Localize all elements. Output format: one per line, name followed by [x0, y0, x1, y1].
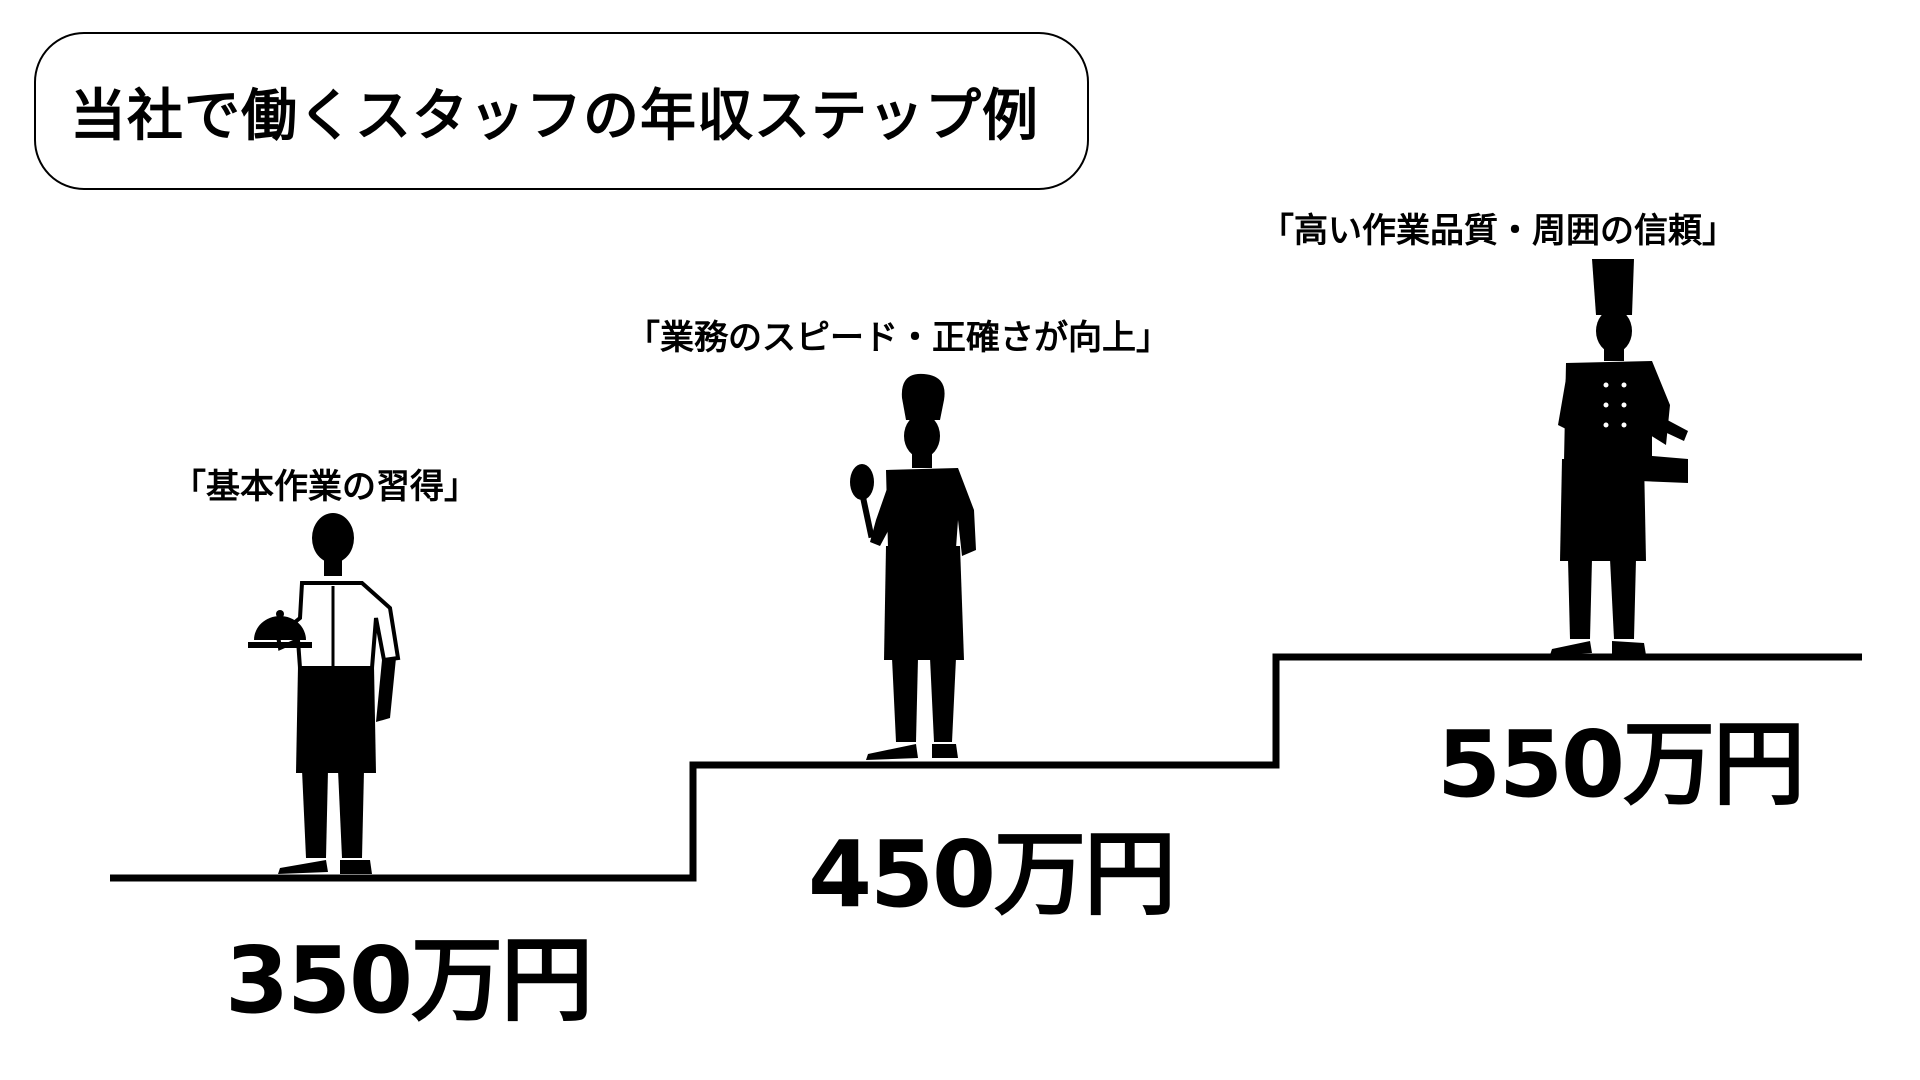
title-box: 当社で働くスタッフの年収ステップ例	[34, 32, 1089, 190]
cook-with-ladle-silhouette-icon	[850, 373, 976, 760]
waiter-silhouette-icon	[248, 513, 401, 874]
page-title: 当社で働くスタッフの年収ステップ例	[70, 83, 1039, 149]
step-2-salary: 450万円	[808, 821, 1176, 928]
step-1-caption: 「基本作業の習得」	[172, 467, 478, 507]
step-2-caption: 「業務のスピード・正確さが向上」	[626, 318, 1170, 358]
step-1-salary: 350万円	[225, 927, 593, 1034]
step-3-salary: 550万円	[1437, 711, 1805, 818]
head-chef-silhouette-icon	[1550, 259, 1688, 655]
step-3-caption: 「高い作業品質・周囲の信頼」	[1260, 211, 1736, 251]
